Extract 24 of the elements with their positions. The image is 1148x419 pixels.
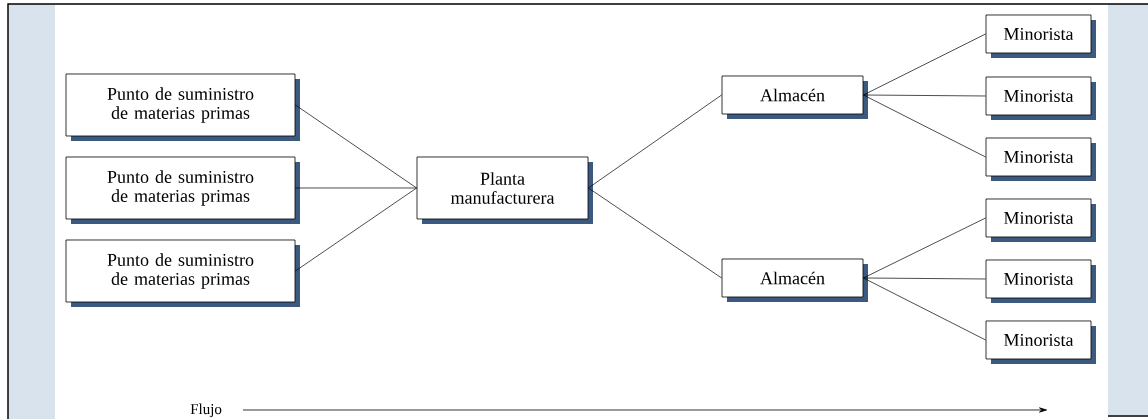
process-box: Minorista <box>985 259 1096 303</box>
process-box: Minorista <box>985 320 1096 364</box>
connector-line <box>295 104 417 189</box>
connector-line <box>863 94 986 158</box>
flow-label: Flujo <box>190 403 222 418</box>
connector-line <box>863 217 986 279</box>
process-box: Almacén <box>721 258 868 302</box>
process-box: Minorista <box>985 198 1096 242</box>
connector-line <box>863 277 986 280</box>
process-box: Planta manufacturera <box>416 156 593 224</box>
connector-line <box>863 94 986 97</box>
connector-line <box>295 187 417 189</box>
connector-line <box>295 187 417 272</box>
process-box: Punto de suministro de materias primas <box>65 73 300 141</box>
process-box: Punto de suministro de materias primas <box>65 156 300 224</box>
process-box: Almacén <box>721 75 868 119</box>
connector-line <box>588 187 722 279</box>
connector-line <box>588 94 722 189</box>
connector-line <box>863 277 986 341</box>
process-box: Minorista <box>985 76 1096 120</box>
connector-line <box>863 33 986 96</box>
process-box: Minorista <box>985 14 1096 58</box>
process-box: Punto de suministro de materias primas <box>65 239 300 307</box>
process-box: Minorista <box>985 137 1096 181</box>
